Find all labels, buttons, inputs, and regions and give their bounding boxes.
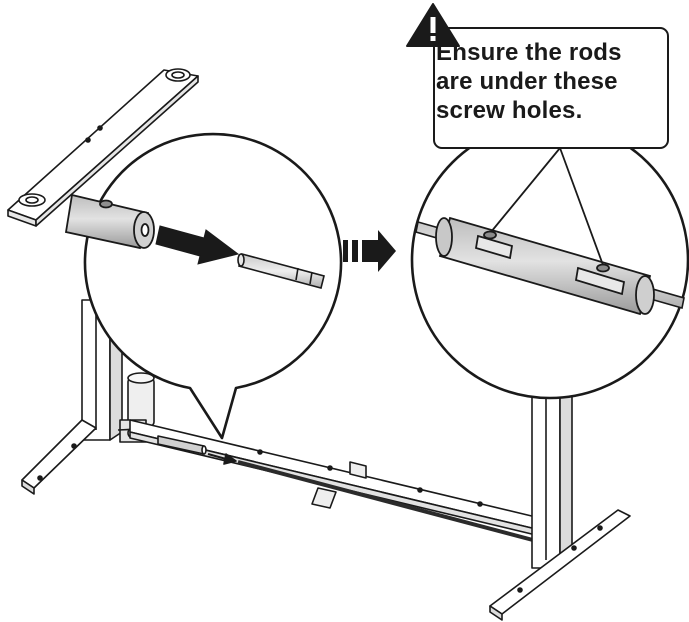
warning-message: Ensure the rods are under these screw ho… bbox=[436, 38, 664, 125]
screw-hole-left bbox=[483, 230, 497, 240]
drive-rod bbox=[237, 460, 549, 546]
callout-pointer-lines bbox=[490, 147, 604, 266]
left-foot bbox=[21, 419, 97, 495]
right-leg-column bbox=[531, 371, 573, 569]
rod-sleeve-small bbox=[157, 435, 207, 455]
zoom-callout-left bbox=[64, 132, 343, 440]
screw-hole-right bbox=[596, 263, 610, 273]
warning-line-1: Ensure the rods bbox=[436, 39, 622, 66]
right-foot bbox=[489, 509, 631, 621]
desk-frame bbox=[7, 68, 631, 621]
sleeve-tube-zoomed bbox=[64, 193, 155, 250]
small-insert-arrow bbox=[207, 452, 237, 465]
sleeve-tube-installed bbox=[435, 216, 655, 316]
insert-arrow-icon bbox=[155, 225, 240, 265]
warning-callout bbox=[406, 3, 669, 149]
warning-line-2: are under these bbox=[436, 68, 618, 95]
rod-zoomed bbox=[237, 253, 325, 289]
warning-triangle-icon bbox=[406, 3, 460, 47]
next-step-arrow-icon bbox=[343, 230, 396, 272]
warning-line-3: screw holes. bbox=[436, 97, 583, 124]
cross-beam bbox=[129, 419, 541, 537]
zoom-callout-right bbox=[410, 120, 689, 400]
top-bracket bbox=[7, 68, 199, 227]
